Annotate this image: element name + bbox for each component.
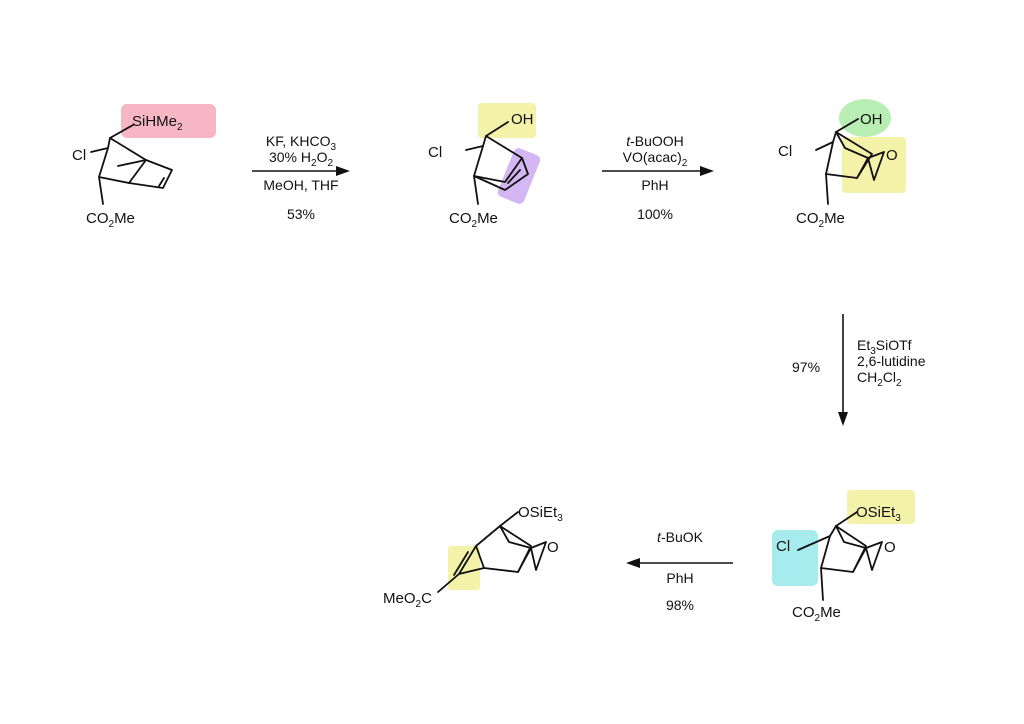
ester-label: CO2Me: [792, 604, 841, 624]
silyl-ether-label: OSiEt3: [518, 504, 563, 524]
compound-3-bonds: [815, 118, 885, 205]
step-2: t-BuOOH VO(acac)2 PhH 100%: [602, 133, 714, 222]
arrowhead-2: [700, 166, 714, 176]
step-4-yield: 98%: [666, 597, 694, 613]
step-1-solvent: MeOH, THF: [263, 177, 338, 193]
chloro-label: Cl: [778, 143, 792, 160]
epoxide-oxygen-label: O: [886, 147, 898, 164]
step-4: t-BuOK PhH 98%: [626, 529, 733, 613]
ester-label: CO2Me: [86, 210, 135, 230]
step-4-solvent: PhH: [666, 570, 693, 586]
step-2-reagent-1: t-BuOOH: [626, 133, 684, 149]
step-1-reagent-1: KF, KHCO3: [266, 133, 337, 153]
chloro-label: Cl: [428, 144, 442, 161]
compound-2-bonds: [465, 121, 529, 205]
highlight-silyl-ether: [847, 490, 915, 524]
compound-5-enoate: OSiEt3 O MeO2C: [383, 504, 563, 610]
step-3-reagent-1: Et3SiOTf: [857, 337, 912, 357]
chloro-label: Cl: [72, 147, 86, 164]
hydroxyl-label: OH: [511, 111, 534, 128]
step-1-reagent-2: 30% H2O2: [269, 149, 333, 169]
step-3: Et3SiOTf 2,6-lutidine CH2Cl2 97%: [792, 314, 926, 426]
chloro-label: Cl: [776, 538, 790, 555]
compound-1-bonds: [90, 124, 173, 205]
highlight-hydroxyl: [478, 103, 536, 138]
step-3-solvent: CH2Cl2: [857, 369, 902, 389]
epoxide-oxygen-label: O: [547, 539, 559, 556]
arrowhead-3: [838, 412, 848, 426]
highlight-hydroxyl: [839, 99, 891, 137]
step-3-yield: 97%: [792, 359, 820, 375]
hydroxyl-label: OH: [860, 111, 883, 128]
arrowhead-1: [336, 166, 350, 176]
step-3-reagent-2: 2,6-lutidine: [857, 353, 926, 369]
compound-4-silyl-ether: OSiEt3 O Cl CO2Me: [772, 490, 915, 624]
silyl-ether-label: OSiEt3: [856, 504, 901, 524]
step-1-yield: 53%: [287, 206, 315, 222]
ester-label: MeO2C: [383, 590, 432, 610]
compound-5-bonds: [437, 511, 547, 593]
step-1: KF, KHCO3 30% H2O2 MeOH, THF 53%: [252, 133, 350, 222]
step-4-reagent: t-BuOK: [657, 529, 704, 545]
step-2-reagent-2: VO(acac)2: [623, 149, 688, 169]
compound-1-silyl-norbornene: SiHMe2 Cl CO2Me: [72, 104, 216, 230]
step-2-solvent: PhH: [641, 177, 668, 193]
compound-2-norbornenol: OH Cl CO2Me: [428, 103, 541, 230]
arrowhead-4: [626, 558, 640, 568]
highlight-chloride: [772, 530, 818, 586]
highlight-alkene: [448, 546, 480, 590]
highlight-alkene: [497, 148, 541, 204]
ester-label: CO2Me: [796, 210, 845, 230]
silyl-label: SiHMe2: [132, 113, 183, 133]
compound-3-epoxy-alcohol: OH O Cl CO2Me: [778, 99, 906, 230]
compound-4-bonds: [797, 511, 883, 601]
step-2-yield: 100%: [637, 206, 673, 222]
ester-label: CO2Me: [449, 210, 498, 230]
highlight-silyl: [121, 104, 216, 138]
epoxide-oxygen-label: O: [884, 539, 896, 556]
highlight-epoxide: [842, 137, 906, 193]
